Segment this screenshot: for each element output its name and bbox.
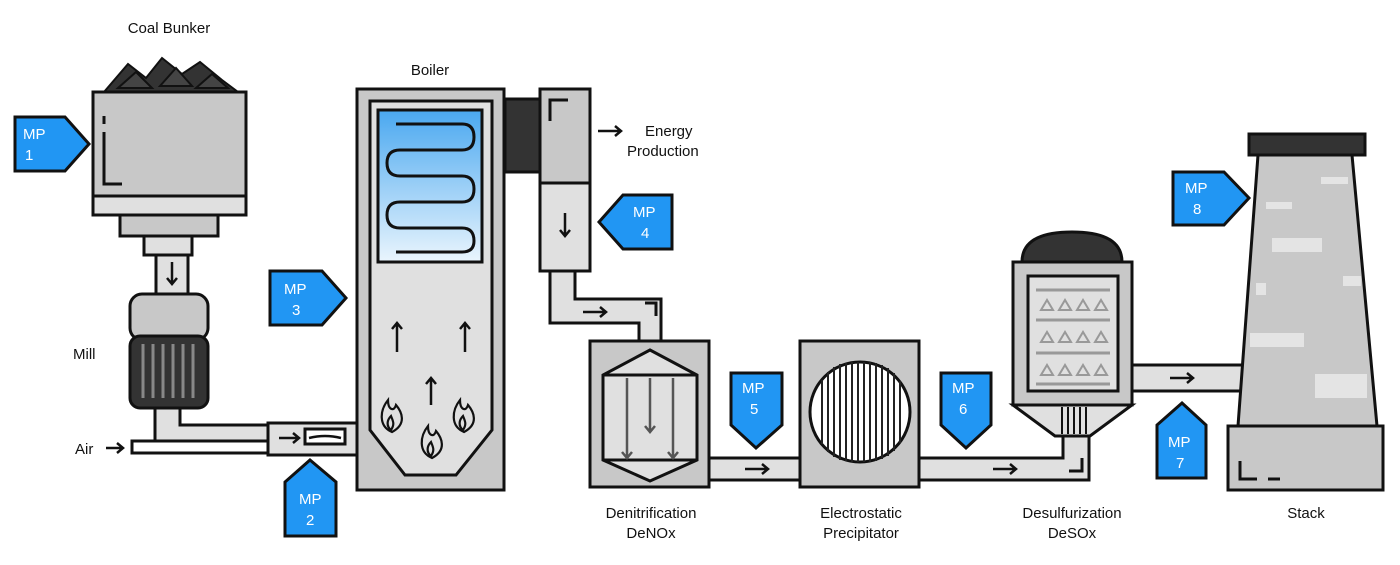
desox-label-line1: Desulfurization [1022, 505, 1121, 522]
arrow-right-icon [583, 306, 608, 318]
arrow-right-icon [745, 463, 770, 475]
svg-text:7: 7 [1176, 455, 1184, 472]
svg-text:2: 2 [306, 512, 314, 529]
economizer [538, 87, 592, 273]
air-duct [130, 439, 274, 455]
svg-text:4: 4 [641, 225, 649, 242]
boiler-label: Boiler [411, 62, 449, 79]
flame-icon [380, 396, 475, 460]
desox-label-line2: DeSOx [1048, 525, 1097, 542]
mp-prefix: MP [742, 380, 765, 397]
arrow-down-icon [559, 213, 571, 238]
mp-marker-1[interactable]: MP 1 [13, 115, 92, 173]
mp-prefix: MP [1168, 434, 1191, 451]
svg-text:MP: MP [23, 126, 46, 143]
mp-marker-3[interactable]: MP 3 [268, 269, 349, 327]
arrow-right-icon [993, 463, 1018, 475]
denox-label-line1: Denitrification [606, 505, 697, 522]
mp-prefix: MP [23, 126, 46, 143]
coal-bunker-label: Coal Bunker [128, 20, 211, 37]
air-label: Air [75, 441, 93, 458]
energy-label-line1: Energy [645, 123, 693, 140]
arrow-right-icon [279, 432, 301, 444]
coal-pile [101, 56, 241, 93]
svg-text:8: 8 [1193, 201, 1201, 218]
mp-marker-5[interactable]: MP 5 [729, 371, 784, 451]
esp-label-line2: Precipitator [823, 525, 899, 542]
mp-prefix: MP [633, 204, 656, 221]
mp-number: 2 [306, 512, 314, 529]
scrubber-trays [1036, 288, 1110, 386]
mp-prefix: MP [1185, 180, 1208, 197]
svg-text:MP: MP [633, 204, 656, 221]
mp-number: 5 [750, 401, 758, 418]
esp-plates [821, 362, 901, 462]
stack-label: Stack [1287, 505, 1325, 522]
mp-marker-4[interactable]: MP 4 [596, 193, 674, 251]
stack-texture [1250, 177, 1367, 398]
mp-number: 1 [25, 147, 33, 164]
flow-arrows [621, 378, 679, 460]
svg-text:MP: MP [1168, 434, 1191, 451]
mill [128, 292, 210, 410]
electrostatic-precipitator [798, 339, 921, 489]
heat-exchanger-coil [385, 122, 476, 254]
energy-label-line2: Production [627, 143, 699, 160]
svg-text:MP: MP [1185, 180, 1208, 197]
stack [1226, 132, 1385, 492]
mp-marker-8[interactable]: MP 8 [1171, 170, 1252, 227]
svg-text:MP: MP [742, 380, 765, 397]
scrubber-nozzles [1039, 298, 1109, 376]
svg-text:1: 1 [25, 147, 33, 164]
scrubber-funnel-lines [1061, 407, 1087, 434]
svg-text:3: 3 [292, 302, 300, 319]
svg-text:5: 5 [750, 401, 758, 418]
mill-label: Mill [73, 346, 96, 363]
svg-text:6: 6 [959, 401, 967, 418]
coal-bunker [91, 90, 248, 297]
svg-text:MP: MP [284, 281, 307, 298]
desox-scrubber [1008, 230, 1137, 438]
mp-number: 3 [292, 302, 300, 319]
mp-number: 7 [1176, 455, 1184, 472]
mp-prefix: MP [299, 491, 322, 508]
arrow-down-icon [166, 262, 178, 286]
arrow-right-icon [1170, 372, 1195, 384]
mp-number: 6 [959, 401, 967, 418]
svg-text:MP: MP [952, 380, 975, 397]
mp-number: 4 [641, 225, 649, 242]
flue-duct-denox [548, 269, 663, 344]
mp-marker-6[interactable]: MP 6 [939, 371, 993, 451]
mp-marker-7[interactable]: MP 7 [1155, 400, 1208, 480]
esp-label-line1: Electrostatic [820, 505, 902, 522]
arrow-right-icon [598, 125, 623, 137]
boiler [355, 87, 506, 492]
mp-prefix: MP [284, 281, 307, 298]
arrow-up-icon [391, 321, 471, 405]
flue-connector [503, 97, 543, 174]
arrow-right-icon [106, 442, 125, 454]
mp-prefix: MP [952, 380, 975, 397]
flue-duct-desox [917, 430, 1091, 482]
mp-marker-2[interactable]: MP 2 [283, 458, 338, 538]
svg-text:MP: MP [299, 491, 322, 508]
denox-label-line2: DeNOx [626, 525, 676, 542]
mp-number: 8 [1193, 201, 1201, 218]
